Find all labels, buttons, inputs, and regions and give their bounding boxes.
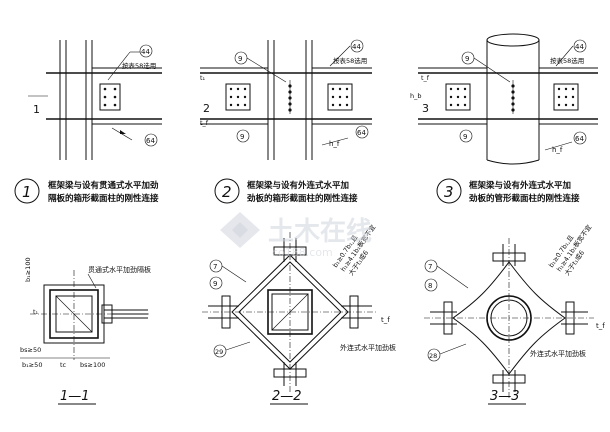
caption-3: 3 框架梁与设有外连式水平加 劲板的管形截面柱的刚性连接 (436, 178, 580, 204)
caption-2-number: 2 (222, 183, 232, 201)
dim-tc: tc (60, 361, 67, 369)
watermark: 土木在线 co188.com (220, 212, 372, 259)
section-3-3: 7 8 28 b₁≥0.7b₁,且 h₁≥4.1b₁板宽不宜 大于t₁或6 外连… (424, 222, 605, 405)
label-through-diaphragm: 贯通式水平加劲隔板 (88, 265, 151, 274)
ref-8-s3-label: 8 (428, 282, 432, 290)
section-mark-1: 1 (33, 103, 40, 116)
dim-bs-100: bs≥100 (80, 361, 105, 369)
dim-bs-50-b: b₁≥50 (22, 361, 42, 369)
dim-hf-d3: h_f (552, 146, 563, 154)
section-mark-3: 3 (422, 102, 429, 115)
ref-44-d3-label: 44 (575, 43, 584, 51)
dim-tf-d2: t_f (200, 119, 209, 127)
ref-9-d3-label: 9 (465, 55, 469, 63)
note-table-58-d3: 按表58选用 (550, 56, 584, 65)
detail-1-elevation: 1 44 按表58选用 64 (28, 40, 162, 160)
detail-2-elevation: 2 t₁ t_f 9 9 44 按表58选用 64 h_f (200, 39, 372, 160)
dim-bs-50-a: bs≥50 (20, 346, 41, 354)
section-1-1: 贯通式水平加劲隔板 b₁≥100 t₁ bs≥50 b₁≥50 tc bs≥10… (20, 257, 151, 405)
section-1-1-title: 1—1 (60, 389, 90, 404)
ref-9-label: 9 (238, 55, 242, 63)
ref-28-s3-label: 28 (429, 352, 437, 360)
dim-hb-d3: h_b (410, 92, 422, 100)
ref-7-s2-label: 7 (213, 263, 217, 271)
caption-1: 1 框架梁与设有贯通式水平加劲 隔板的箱形截面柱的刚性连接 (14, 178, 159, 204)
ref-44-label: 44 (141, 48, 150, 56)
caption-1-line2: 隔板的箱形截面柱的刚性连接 (48, 193, 159, 204)
caption-2-line1: 框架梁与设有外连式水平加 (247, 180, 349, 191)
note-table-58-d2: 按表58选用 (333, 56, 367, 65)
dim-t1-s1: t₁ (33, 308, 39, 316)
ref-bubble-29-s2 (213, 344, 227, 358)
ref-9b-d3-label: 9 (463, 133, 467, 141)
dim-tf-s2: t_f (381, 316, 390, 324)
dim-hf-d2: h_f (329, 140, 340, 148)
section-2-2-title: 2—2 (272, 389, 302, 404)
ref-7-s3-label: 7 (428, 263, 432, 271)
caption-1-number: 1 (22, 183, 32, 201)
caption-3-number: 3 (444, 183, 454, 201)
ref-bubble-44-d3 (573, 39, 587, 53)
ref-bubble-28-s3 (427, 348, 441, 362)
ref-44-d2-label: 44 (352, 43, 361, 51)
ref-bubble-64-d3 (573, 131, 587, 145)
ref-bubble-8-s3 (424, 278, 438, 292)
section-mark-2: 2 (203, 102, 210, 115)
ref-bubble-44 (139, 44, 153, 58)
detail-3-elevation: 3 h_b t_f 9 9 44 按表58选用 64 h_f (410, 33, 598, 165)
ref-bubble-9b (236, 129, 250, 143)
ref-29-s2-label: 29 (215, 348, 223, 356)
ref-9-s2-label: 9 (213, 280, 217, 288)
ref-bubble-9b-d3 (459, 129, 473, 143)
ref-64-d3-label: 64 (575, 135, 584, 143)
section-3-3-title: 3—3 (490, 389, 520, 404)
ref-bubble-64 (144, 133, 158, 147)
caption-3-line2: 劲板的管形截面柱的刚性连接 (469, 193, 580, 204)
caption-2: 2 框架梁与设有外连式水平加 劲板的箱形截面柱的刚性连接 (214, 178, 358, 204)
caption-1-line1: 框架梁与设有贯通式水平加劲 (48, 180, 159, 191)
dim-b1-100: b₁≥100 (24, 257, 32, 282)
dim-tf-d3: t_f (421, 74, 430, 82)
ref-9b-label: 9 (240, 133, 244, 141)
ref-bubble-44-d2 (350, 39, 364, 53)
dim-tf-s3: t_f (596, 322, 605, 330)
label-external-stiffener-s3: 外连式水平加劲板 (530, 349, 586, 358)
ref-64-d2-label: 64 (357, 129, 366, 137)
note-table-58: 按表58选用 (122, 61, 156, 70)
ref-64-label: 64 (146, 137, 155, 145)
watermark-sub: co188.com (272, 246, 333, 259)
dim-t1-d2: t₁ (200, 74, 206, 82)
label-external-stiffener-s2: 外连式水平加劲板 (340, 343, 396, 352)
watermark-main: 土木在线 (268, 217, 372, 247)
caption-2-line2: 劲板的箱形截面柱的刚性连接 (247, 193, 358, 204)
ref-bubble-9-s2 (209, 276, 223, 290)
caption-3-line1: 框架梁与设有外连式水平加 (469, 180, 571, 191)
ref-bubble-64-d2 (355, 125, 369, 139)
